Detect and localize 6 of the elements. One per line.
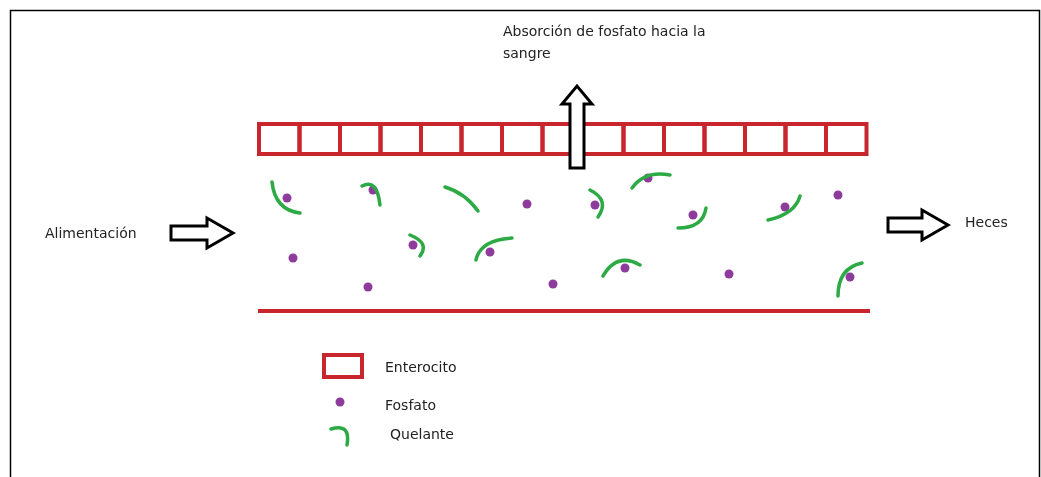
label-text: Heces [965,213,1008,232]
legend-text: Enterocito [385,358,457,377]
label-text: Absorción de fosfato hacia la sangre [503,22,707,63]
legend-text: Fosfato [385,396,436,415]
legend-text: Quelante [390,425,454,444]
label-text: Alimentación [45,224,137,243]
